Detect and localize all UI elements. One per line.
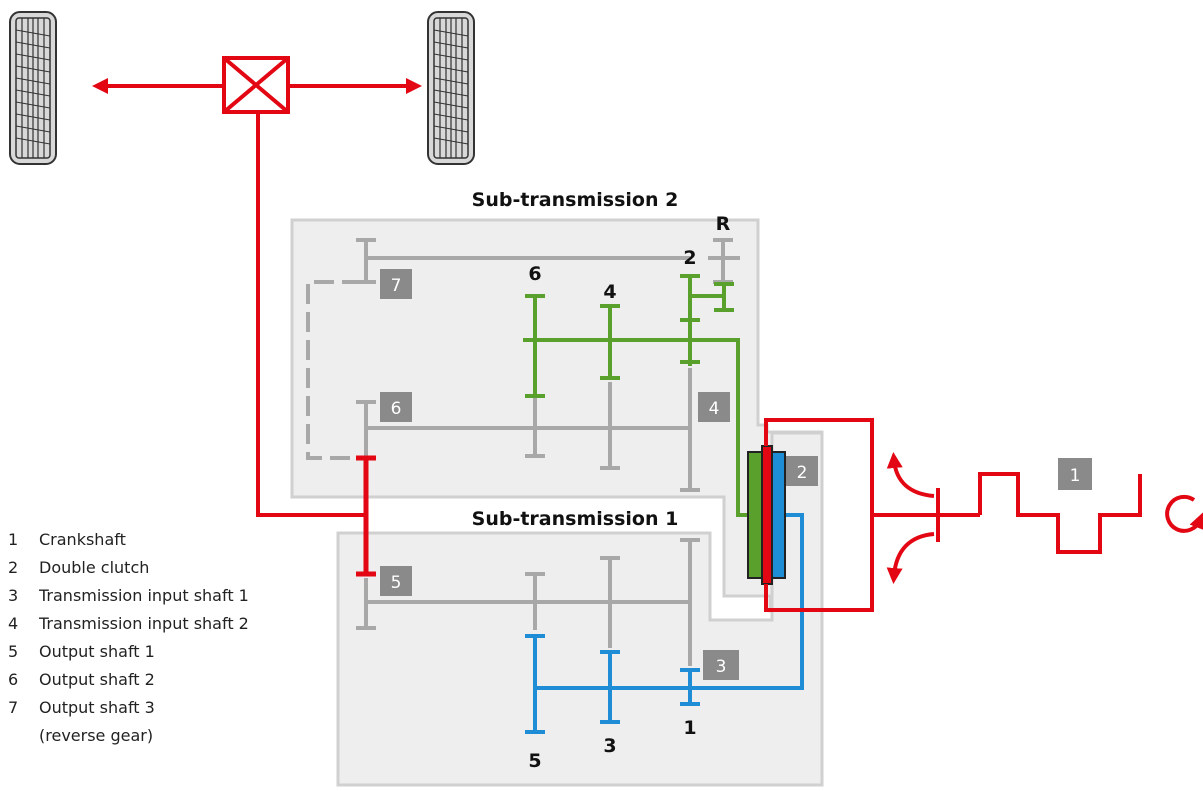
sub-transmission-2-title: Sub-transmission 2	[472, 189, 679, 211]
gear-label-reverse: R	[716, 213, 731, 235]
badge-5: 5	[380, 566, 412, 596]
svg-text:6: 6	[391, 399, 402, 419]
sub-transmission-1-box	[336, 431, 824, 787]
legend-label: Transmission input shaft 1	[39, 585, 249, 605]
legend-item: 2 Double clutch	[8, 553, 298, 581]
legend-number: 5	[8, 641, 19, 661]
svg-text:3: 3	[716, 657, 727, 677]
legend-item: (reverse gear)	[8, 721, 298, 749]
legend-label: Output shaft 1	[39, 641, 155, 661]
legend-number: 2	[8, 557, 19, 577]
badge-6: 6	[380, 392, 412, 422]
legend-label: Transmission input shaft 2	[39, 613, 249, 633]
legend-label: (reverse gear)	[39, 725, 154, 745]
svg-text:4: 4	[709, 399, 720, 419]
badge-1: 1	[1058, 458, 1092, 490]
legend-label: Output shaft 3	[39, 697, 155, 717]
transmission-input-shaft-2	[523, 274, 748, 517]
differential-icon	[222, 56, 290, 114]
legend: 1 Crankshaft 2 Double clutch 3 Transmiss…	[8, 525, 298, 749]
rotation-arrow-down-icon	[886, 532, 935, 584]
gear-label-5: 5	[528, 750, 541, 772]
badge-7: 7	[380, 269, 412, 299]
gear-label-4: 4	[603, 281, 616, 303]
legend-label: Output shaft 2	[39, 669, 155, 689]
legend-label: Crankshaft	[39, 529, 126, 549]
legend-number: 6	[8, 669, 19, 689]
gear-label-6: 6	[528, 263, 541, 285]
right-wheel-icon	[427, 11, 475, 165]
legend-number: 7	[8, 697, 19, 717]
svg-text:2: 2	[797, 463, 808, 483]
engine-rotation-icon	[1165, 494, 1203, 533]
legend-item: 3 Transmission input shaft 1	[8, 581, 298, 609]
legend-item: 4 Transmission input shaft 2	[8, 609, 298, 637]
legend-item: 7 Output shaft 3	[8, 693, 298, 721]
legend-item: 1 Crankshaft	[8, 525, 298, 553]
sub-transmission-1-title: Sub-transmission 1	[472, 508, 679, 530]
gear-label-1: 1	[683, 717, 696, 739]
badge-3: 3	[703, 650, 739, 680]
transmission-input-shaft-1	[525, 513, 804, 734]
legend-label: Double clutch	[39, 557, 150, 577]
svg-text:1: 1	[1070, 466, 1081, 486]
legend-number: 4	[8, 613, 19, 633]
final-drive-shaft	[256, 112, 366, 517]
double-clutch	[747, 445, 786, 585]
svg-text:7: 7	[391, 276, 402, 296]
legend-item: 6 Output shaft 2	[8, 665, 298, 693]
left-wheel-icon	[9, 11, 57, 165]
gear-label-2: 2	[683, 247, 696, 269]
crankshaft	[764, 418, 1142, 612]
legend-number: 1	[8, 529, 19, 549]
svg-text:5: 5	[391, 573, 402, 593]
badge-2: 2	[786, 456, 818, 486]
legend-number: 3	[8, 585, 19, 605]
legend-item: 5 Output shaft 1	[8, 637, 298, 665]
rotation-arrow-up-icon	[886, 452, 935, 498]
gear-label-3: 3	[603, 735, 616, 757]
badge-4: 4	[698, 392, 730, 422]
output-gear-red	[356, 455, 376, 577]
